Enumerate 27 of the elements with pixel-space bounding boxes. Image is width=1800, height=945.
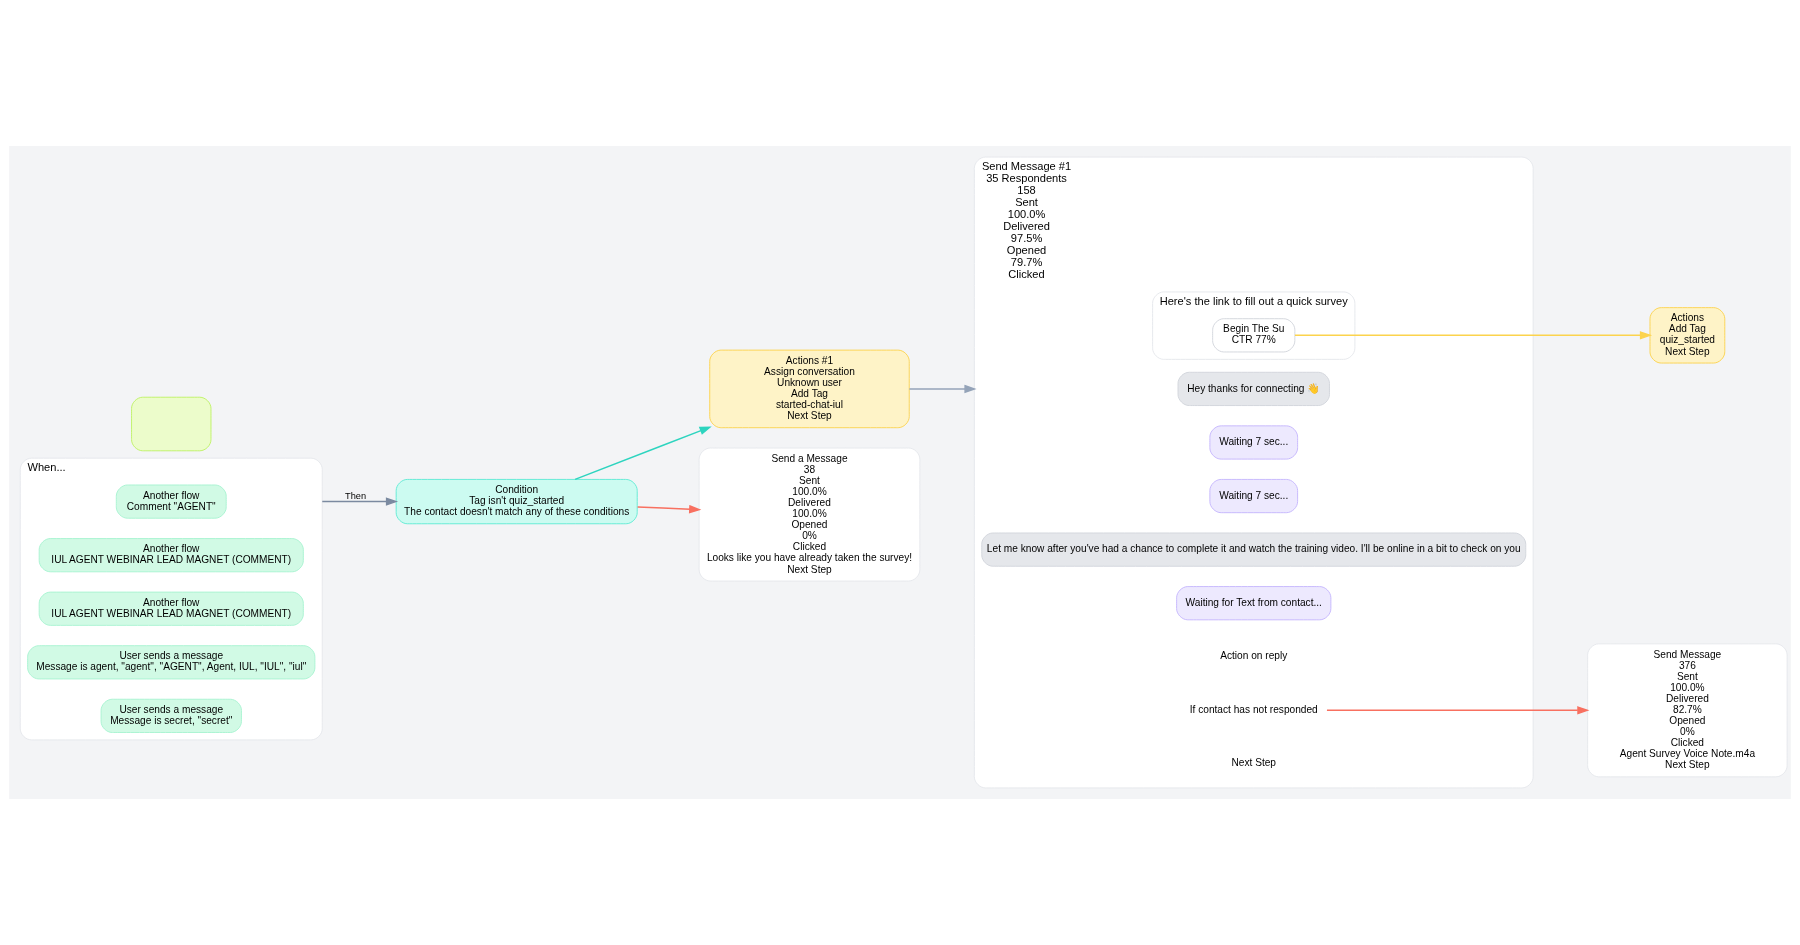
edge-label: Then [345, 490, 367, 501]
arrow [1326, 706, 1590, 715]
node-box: Let me know after you've had a chance to complete it and watch the training video. I'll be online in a bit to check on you [981, 532, 1527, 567]
node-text: If contact has not responded [1189, 703, 1318, 715]
arrow [1294, 331, 1653, 340]
node-box: Condition Tag isn't quiz_started The contact doesn't match any of these conditions [395, 478, 638, 525]
node-box: Send Message 376 Sent 100.0% Delivered 82.7% Opened 0% Clicked Agent Survey Voice Note.m4a Next Step [1587, 643, 1788, 778]
arrow [574, 426, 712, 481]
node-box: Send a Message 38 Sent 100.0% Delivered 100.0% Opened 0% Clicked Looks like you have already taken the survey! Next Step [698, 447, 921, 582]
arrow [636, 504, 702, 514]
node-box: Actions Add Tag quiz_started Next Step [1649, 307, 1726, 364]
node-box: User sends a message Message is agent, "agent", "AGENT", Agent, IUL, "IUL", "iul" [27, 645, 316, 680]
node-box: Another flow IUL AGENT WEBINAR LEAD MAGNET (COMMENT) [38, 538, 304, 573]
node-box: Waiting for Text from contact... [1176, 586, 1332, 621]
arrow [321, 497, 399, 506]
node-box: Waiting 7 sec... [1209, 425, 1299, 460]
node-box: Actions #1 Assign conversation Unknown user Add Tag started-chat-iul Next Step [709, 349, 910, 429]
arrow [908, 384, 977, 394]
node-box [131, 396, 212, 452]
node-text: Next Step [1231, 757, 1277, 769]
node-box: Begin The Su CTR 77% [1212, 318, 1296, 353]
node-box: Hey thanks for connecting 👋 [1177, 371, 1330, 406]
node-box: Another flow Comment "AGENT" [115, 484, 227, 519]
node-box: Another flow IUL AGENT WEBINAR LEAD MAGNET (COMMENT) [38, 591, 304, 626]
node-box: Waiting 7 sec... [1209, 478, 1299, 514]
node-text: Action on reply [1220, 650, 1288, 662]
node-box: User sends a message Message is secret, "secret" [100, 698, 242, 733]
